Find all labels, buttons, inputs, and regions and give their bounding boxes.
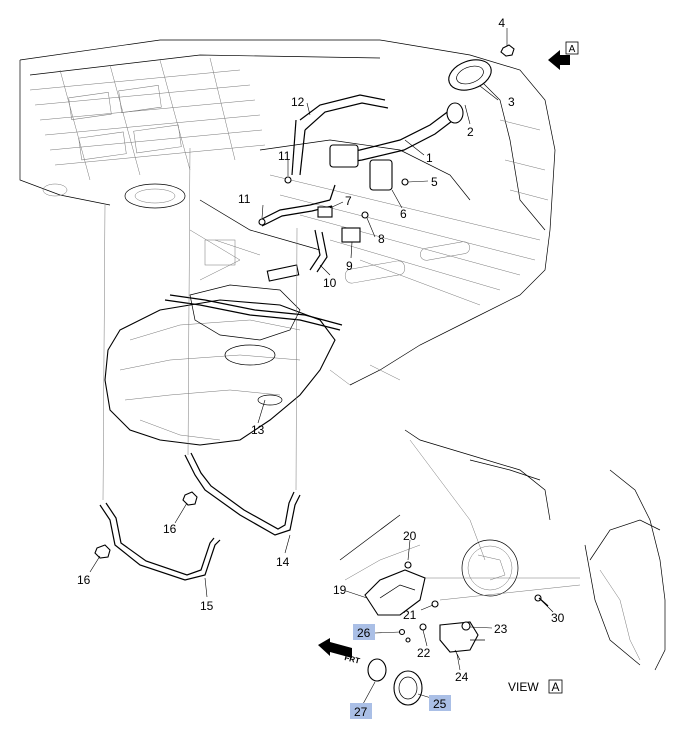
small-fasteners bbox=[398, 561, 549, 643]
callout-15: 15 bbox=[200, 599, 214, 613]
strap-attach-lines bbox=[102, 147, 298, 501]
callout-24: 24 bbox=[455, 670, 469, 684]
fuel-filler-pipe bbox=[291, 59, 492, 191]
view-a-label: VIEW A bbox=[508, 679, 563, 694]
callout-25[interactable]: 25 bbox=[433, 697, 447, 711]
fuel-cap-25 bbox=[393, 670, 423, 706]
callout-3: 3 bbox=[508, 95, 515, 109]
underbody-floor-pan bbox=[19, 39, 556, 386]
callout-16-right: 16 bbox=[163, 522, 177, 536]
callout-numbers: 4 3 2 1 5 6 7 8 9 10 11 11 12 13 14 15 1… bbox=[77, 16, 565, 719]
fuel-door-actuator-24 bbox=[419, 621, 485, 661]
callout-22: 22 bbox=[417, 646, 431, 660]
frt-label: FRT bbox=[344, 653, 361, 666]
callout-4: 4 bbox=[498, 16, 505, 30]
callout-7: 7 bbox=[345, 194, 352, 208]
callout-19: 19 bbox=[333, 583, 347, 597]
callout-21: 21 bbox=[403, 608, 417, 622]
view-a-label-prefix: VIEW bbox=[508, 680, 539, 694]
callout-2: 2 bbox=[467, 125, 474, 139]
callout-14: 14 bbox=[276, 555, 290, 569]
fuel-door-housing-19 bbox=[364, 569, 426, 616]
callout-1: 1 bbox=[426, 151, 433, 165]
fuel-tank bbox=[104, 284, 343, 446]
fuel-tank-strap-15 bbox=[99, 502, 221, 581]
strap-nuts bbox=[94, 491, 198, 559]
callout-11-lower: 11 bbox=[238, 192, 251, 206]
callout-6: 6 bbox=[400, 207, 407, 221]
callout-20: 20 bbox=[403, 529, 417, 543]
view-a-label-letter: A bbox=[551, 680, 559, 694]
callout-10: 10 bbox=[323, 276, 337, 290]
callout-23: 23 bbox=[494, 622, 508, 636]
callout-16-left: 16 bbox=[77, 573, 91, 587]
o-ring-27 bbox=[367, 658, 387, 682]
fuel-tank-strap-14 bbox=[184, 452, 301, 536]
callout-30: 30 bbox=[551, 611, 565, 625]
callout-13: 13 bbox=[251, 423, 265, 437]
view-a-arrow: A bbox=[548, 41, 579, 70]
callout-5: 5 bbox=[431, 175, 438, 189]
callout-26[interactable]: 26 bbox=[357, 626, 371, 640]
callout-8: 8 bbox=[378, 232, 385, 246]
callout-9: 9 bbox=[346, 259, 353, 273]
frt-arrow: FRT bbox=[318, 638, 361, 666]
callout-27[interactable]: 27 bbox=[354, 705, 368, 719]
view-a-arrow-letter: A bbox=[569, 44, 576, 55]
callout-12: 12 bbox=[291, 95, 305, 109]
evap-hoses bbox=[258, 176, 369, 282]
callout-11-upper: 11 bbox=[278, 149, 291, 163]
view-a-quarter-panel bbox=[339, 429, 666, 671]
